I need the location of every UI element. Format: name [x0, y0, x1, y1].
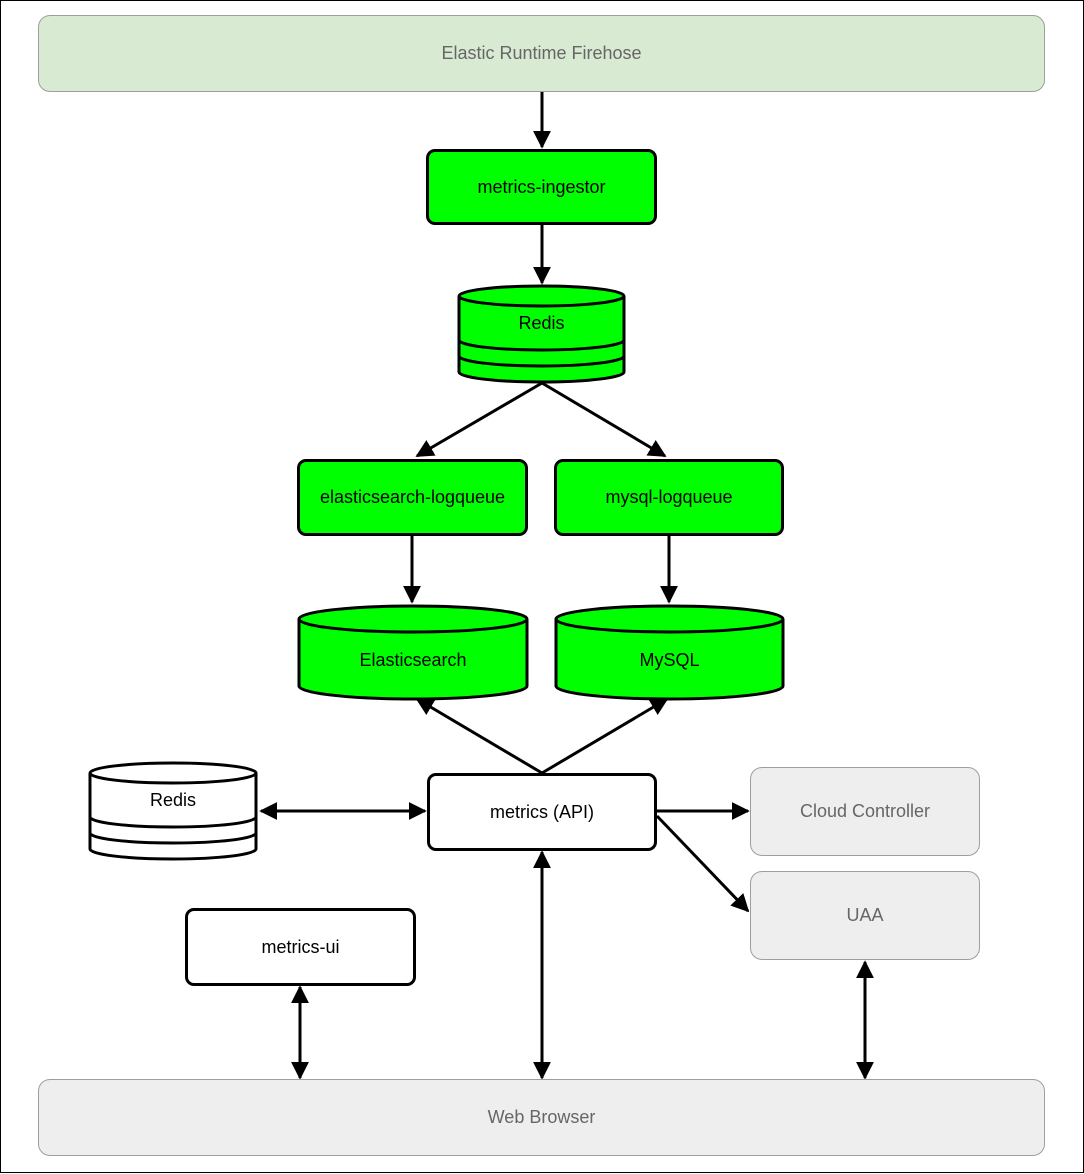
- mysql-logqueue-node: mysql-logqueue: [554, 459, 784, 536]
- cloud-controller-label: Cloud Controller: [799, 801, 931, 821]
- metrics-ui-node: metrics-ui: [185, 908, 416, 986]
- redis-queue-cylinder-shape: [457, 284, 626, 384]
- redis-queue-database: Redis: [457, 284, 626, 384]
- redis-queue-label: Redis: [518, 313, 565, 333]
- mysql-label: MySQL: [639, 650, 700, 670]
- edge-api-uaa: [655, 814, 750, 913]
- edge-redis-mysql-logqueue: [541, 381, 667, 458]
- redis-cache-database: Redis: [88, 761, 258, 861]
- firehose-label: Elastic Runtime Firehose: [441, 43, 642, 63]
- uaa-label: UAA: [846, 905, 884, 925]
- redis-cache-label: Redis: [149, 790, 197, 810]
- firehose-node: Elastic Runtime Firehose: [38, 15, 1045, 92]
- metrics-ui-label: metrics-ui: [261, 936, 340, 957]
- edge-api-mysql: [541, 697, 669, 775]
- web-browser-label: Web Browser: [487, 1107, 596, 1127]
- elasticsearch-cylinder-shape: [297, 604, 529, 701]
- uaa-node: UAA: [750, 871, 980, 960]
- cloud-controller-node: Cloud Controller: [750, 767, 980, 856]
- elasticsearch-logqueue-label: elasticsearch-logqueue: [319, 487, 506, 507]
- mysql-logqueue-label: mysql-logqueue: [605, 487, 733, 507]
- mysql-cylinder-shape: [554, 604, 785, 701]
- web-browser-node: Web Browser: [38, 1079, 1045, 1156]
- metrics-api-node: metrics (API): [427, 773, 657, 851]
- elasticsearch-label: Elasticsearch: [359, 650, 467, 670]
- edge-api-elasticsearch: [415, 697, 543, 775]
- mysql-database: MySQL: [554, 604, 785, 701]
- redis-cache-cylinder-shape: [88, 761, 258, 861]
- edge-redis-es-logqueue: [415, 381, 543, 458]
- metrics-ingestor-node: metrics-ingestor: [426, 149, 657, 225]
- elasticsearch-logqueue-node: elasticsearch-logqueue: [297, 459, 528, 536]
- metrics-api-label: metrics (API): [489, 801, 594, 822]
- metrics-ingestor-label: metrics-ingestor: [477, 176, 606, 197]
- elasticsearch-database: Elasticsearch: [297, 604, 529, 701]
